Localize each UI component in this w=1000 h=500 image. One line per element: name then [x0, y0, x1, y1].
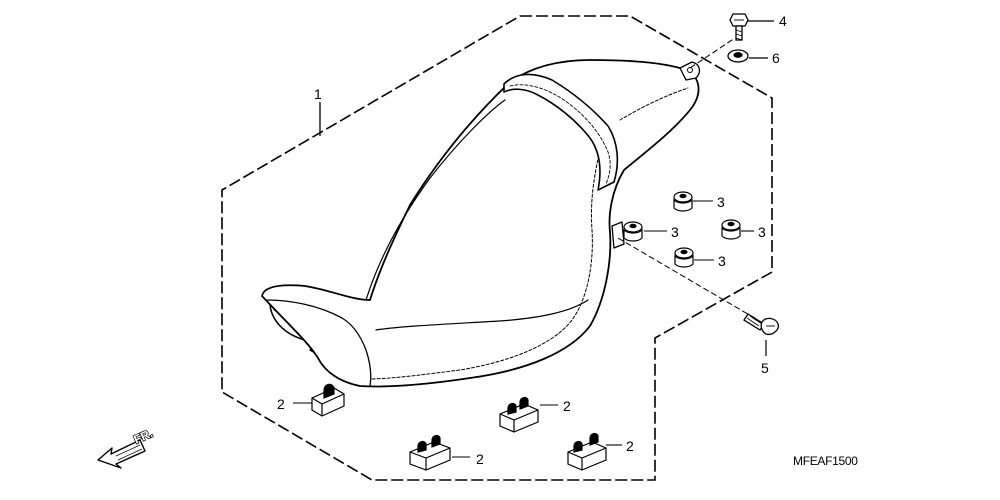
grommet: [721, 219, 741, 240]
spacer: [567, 432, 607, 471]
callout-seat: 1: [314, 86, 322, 102]
seat-rear-tab-hole: [687, 67, 693, 73]
front-direction-arrow-icon: [97, 439, 146, 469]
bolt-side: [743, 313, 779, 336]
drawing-code: MFEAF1500: [793, 454, 858, 468]
front-direction-label: FR.: [132, 426, 155, 447]
grommet: [623, 221, 643, 242]
assembly-line-top: [689, 37, 736, 69]
callout-bolt-side: 5: [761, 360, 769, 376]
callout-spacer: 2: [277, 396, 285, 412]
seat-side-bracket: [611, 221, 625, 249]
callout-spacer: 2: [626, 438, 634, 454]
callout-washer: 6: [772, 50, 780, 66]
callout-spacer: 2: [563, 398, 571, 414]
seat-strap-stitch: [509, 84, 611, 185]
callout-grommet: 3: [717, 194, 725, 210]
seat-stitch-line: [371, 149, 601, 380]
assembly-line-side: [617, 237, 759, 321]
spacer: [409, 434, 451, 471]
callout-grommet: 3: [718, 253, 726, 269]
grommet: [674, 247, 694, 268]
seat-body: [261, 59, 700, 388]
washer: [727, 49, 749, 63]
callout-grommet: 3: [758, 224, 766, 240]
seat-rear-stitch: [619, 87, 689, 121]
callout-spacer: 2: [476, 451, 484, 467]
callout-grommet: 3: [671, 224, 679, 240]
seat-front-contour: [265, 299, 372, 387]
spacer: [499, 396, 539, 433]
callout-bolt-top: 4: [779, 13, 787, 29]
grommet: [673, 191, 693, 212]
seat: [261, 59, 701, 388]
assembly-boundary: [221, 15, 773, 481]
spacer: [311, 383, 345, 417]
seat-inner-contour: [365, 99, 589, 331]
bolt-top: [729, 13, 749, 41]
